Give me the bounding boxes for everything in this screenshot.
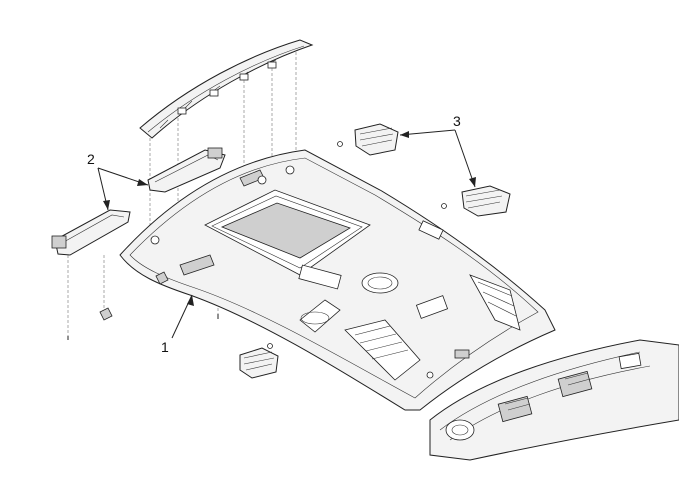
- rear-rail-lower: [429, 339, 679, 461]
- callout-number-2: 2: [87, 151, 95, 167]
- sun-visor-upper: [147, 147, 226, 193]
- roof-rail-upper: [139, 39, 314, 139]
- callout-number-1: 1: [161, 339, 169, 355]
- roof-headliner: [119, 149, 556, 411]
- leader-lines: [97, 129, 476, 339]
- bracket-parts: [67, 123, 511, 379]
- callout-number-3: 3: [453, 113, 461, 129]
- sun-visor-lower: [51, 209, 131, 256]
